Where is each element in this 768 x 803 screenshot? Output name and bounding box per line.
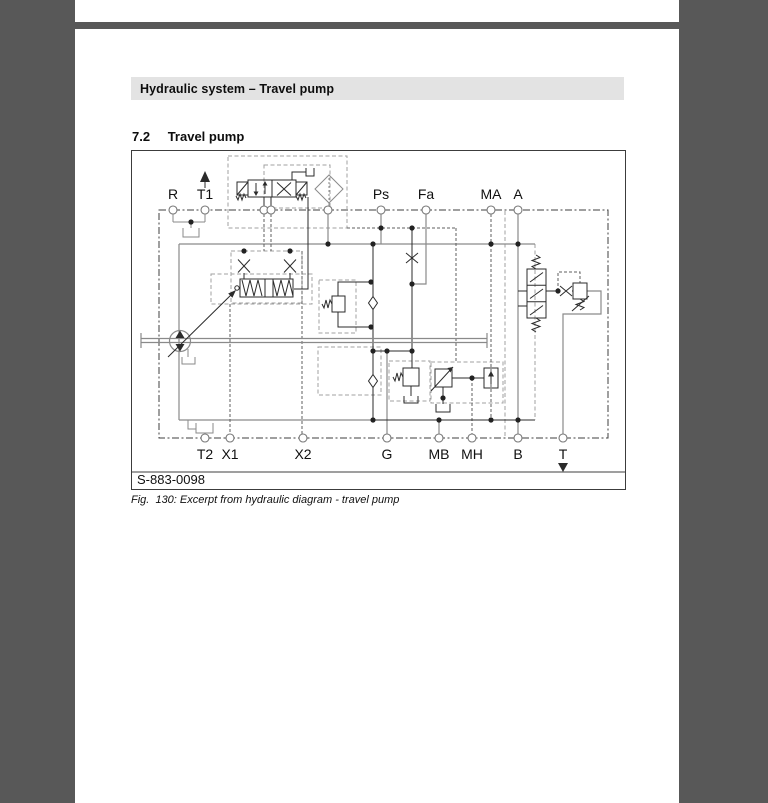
port-label-T: T: [559, 446, 568, 462]
t2-tank-symbol: [187, 420, 214, 434]
port-Ps: [376, 205, 386, 215]
brake-pilot-line: [347, 227, 457, 362]
port-label-Fa: Fa: [418, 186, 435, 202]
figure-code: S-883-0098: [137, 472, 205, 487]
port-label-X2: X2: [294, 446, 311, 462]
relief-pilot-line: [557, 271, 581, 291]
valve-pilot-lines: [263, 214, 272, 251]
t1-up-arrow: [200, 171, 210, 182]
port-MH: [467, 433, 477, 443]
fa-orifice-icon: [405, 252, 419, 264]
ports-top: [168, 205, 523, 215]
shuttle-block: [483, 367, 499, 389]
port-T2: [200, 433, 210, 443]
port-label-B: B: [513, 446, 522, 462]
servo-cylinder: [234, 259, 297, 298]
port-X2: [298, 433, 308, 443]
port-filter: [323, 205, 333, 215]
port-B: [513, 433, 523, 443]
blocked-center-icon: [276, 182, 292, 196]
case-drain-bracket: [181, 349, 196, 365]
port-label-T2: T2: [197, 446, 214, 462]
hydraulic-diagram: R T1 Ps Fa MA A T2 X1 X2 G MB MH B T S-8…: [132, 155, 625, 487]
port-label-R: R: [168, 186, 178, 202]
port-G: [382, 433, 392, 443]
port-label-MA: MA: [481, 186, 503, 202]
figure-caption: Fig. 130: Excerpt from hydraulic diagram…: [131, 494, 400, 506]
dashed-subassembly-boxes: [210, 155, 504, 404]
port-X1: [225, 433, 235, 443]
valve-vent-bracket: [291, 168, 315, 180]
check-valves: [367, 295, 379, 389]
port-label-A: A: [513, 186, 523, 202]
document-page: Hydraulic system – Travel pump 7.2 Trave…: [75, 29, 679, 803]
arm-arrowhead: [228, 290, 236, 298]
control-lines: [263, 197, 573, 421]
port-T: [558, 433, 568, 443]
previous-page-bottom: [75, 0, 679, 22]
figure-frame: R T1 Ps Fa MA A T2 X1 X2 G MB MH B T S-8…: [131, 150, 626, 490]
port-Fa: [421, 205, 431, 215]
swashplate-arm: [167, 290, 236, 358]
orifice-icons: [237, 259, 297, 273]
ports-bottom: [200, 433, 568, 443]
port-R: [168, 205, 178, 215]
spring-icons: [235, 192, 307, 202]
rt1-drain-group: [172, 214, 206, 238]
junction-dots: [188, 219, 561, 423]
port-labels: R T1 Ps Fa MA A T2 X1 X2 G MB MH B T: [168, 186, 568, 462]
pressure-filter-icon: [314, 174, 344, 206]
brake-relief-valve: [430, 366, 454, 413]
port-A: [513, 205, 523, 215]
chapter-title: Hydraulic system – Travel pump: [140, 81, 335, 96]
drive-shaft: [141, 337, 487, 344]
travel-pump-symbol: [140, 290, 488, 365]
port-MA: [486, 205, 496, 215]
port-label-X1: X1: [221, 446, 238, 462]
orifice-icon: [559, 285, 573, 297]
port-label-MB: MB: [429, 446, 450, 462]
port-T1: [200, 205, 210, 215]
main-pressure-lines: [178, 214, 602, 434]
t-down-arrow: [558, 463, 568, 472]
port-label-Ps: Ps: [373, 186, 389, 202]
chapter-header-bar: Hydraulic system – Travel pump: [131, 77, 624, 100]
pilot-control-valve: [235, 168, 315, 202]
port-label-G: G: [382, 446, 393, 462]
port-label-MH: MH: [461, 446, 483, 462]
port-label-T1: T1: [197, 186, 214, 202]
solenoid-icons: [236, 181, 308, 196]
regulator-valve-1: [321, 295, 346, 313]
section-title: Travel pump: [167, 129, 245, 144]
counterbalance-valve: [526, 254, 590, 333]
section-heading: 7.2 Travel pump: [132, 129, 244, 144]
flow-arrows: [200, 171, 568, 472]
port-pilot-b: [266, 205, 276, 215]
valve-section-dividers: [504, 211, 536, 438]
tank-symbol: [182, 228, 200, 238]
system-boundary: [158, 209, 609, 439]
port-MB: [434, 433, 444, 443]
regulator-valve-2: [392, 367, 420, 404]
figure-footer: S-883-0098: [132, 471, 625, 487]
section-number: 7.2: [132, 129, 151, 144]
